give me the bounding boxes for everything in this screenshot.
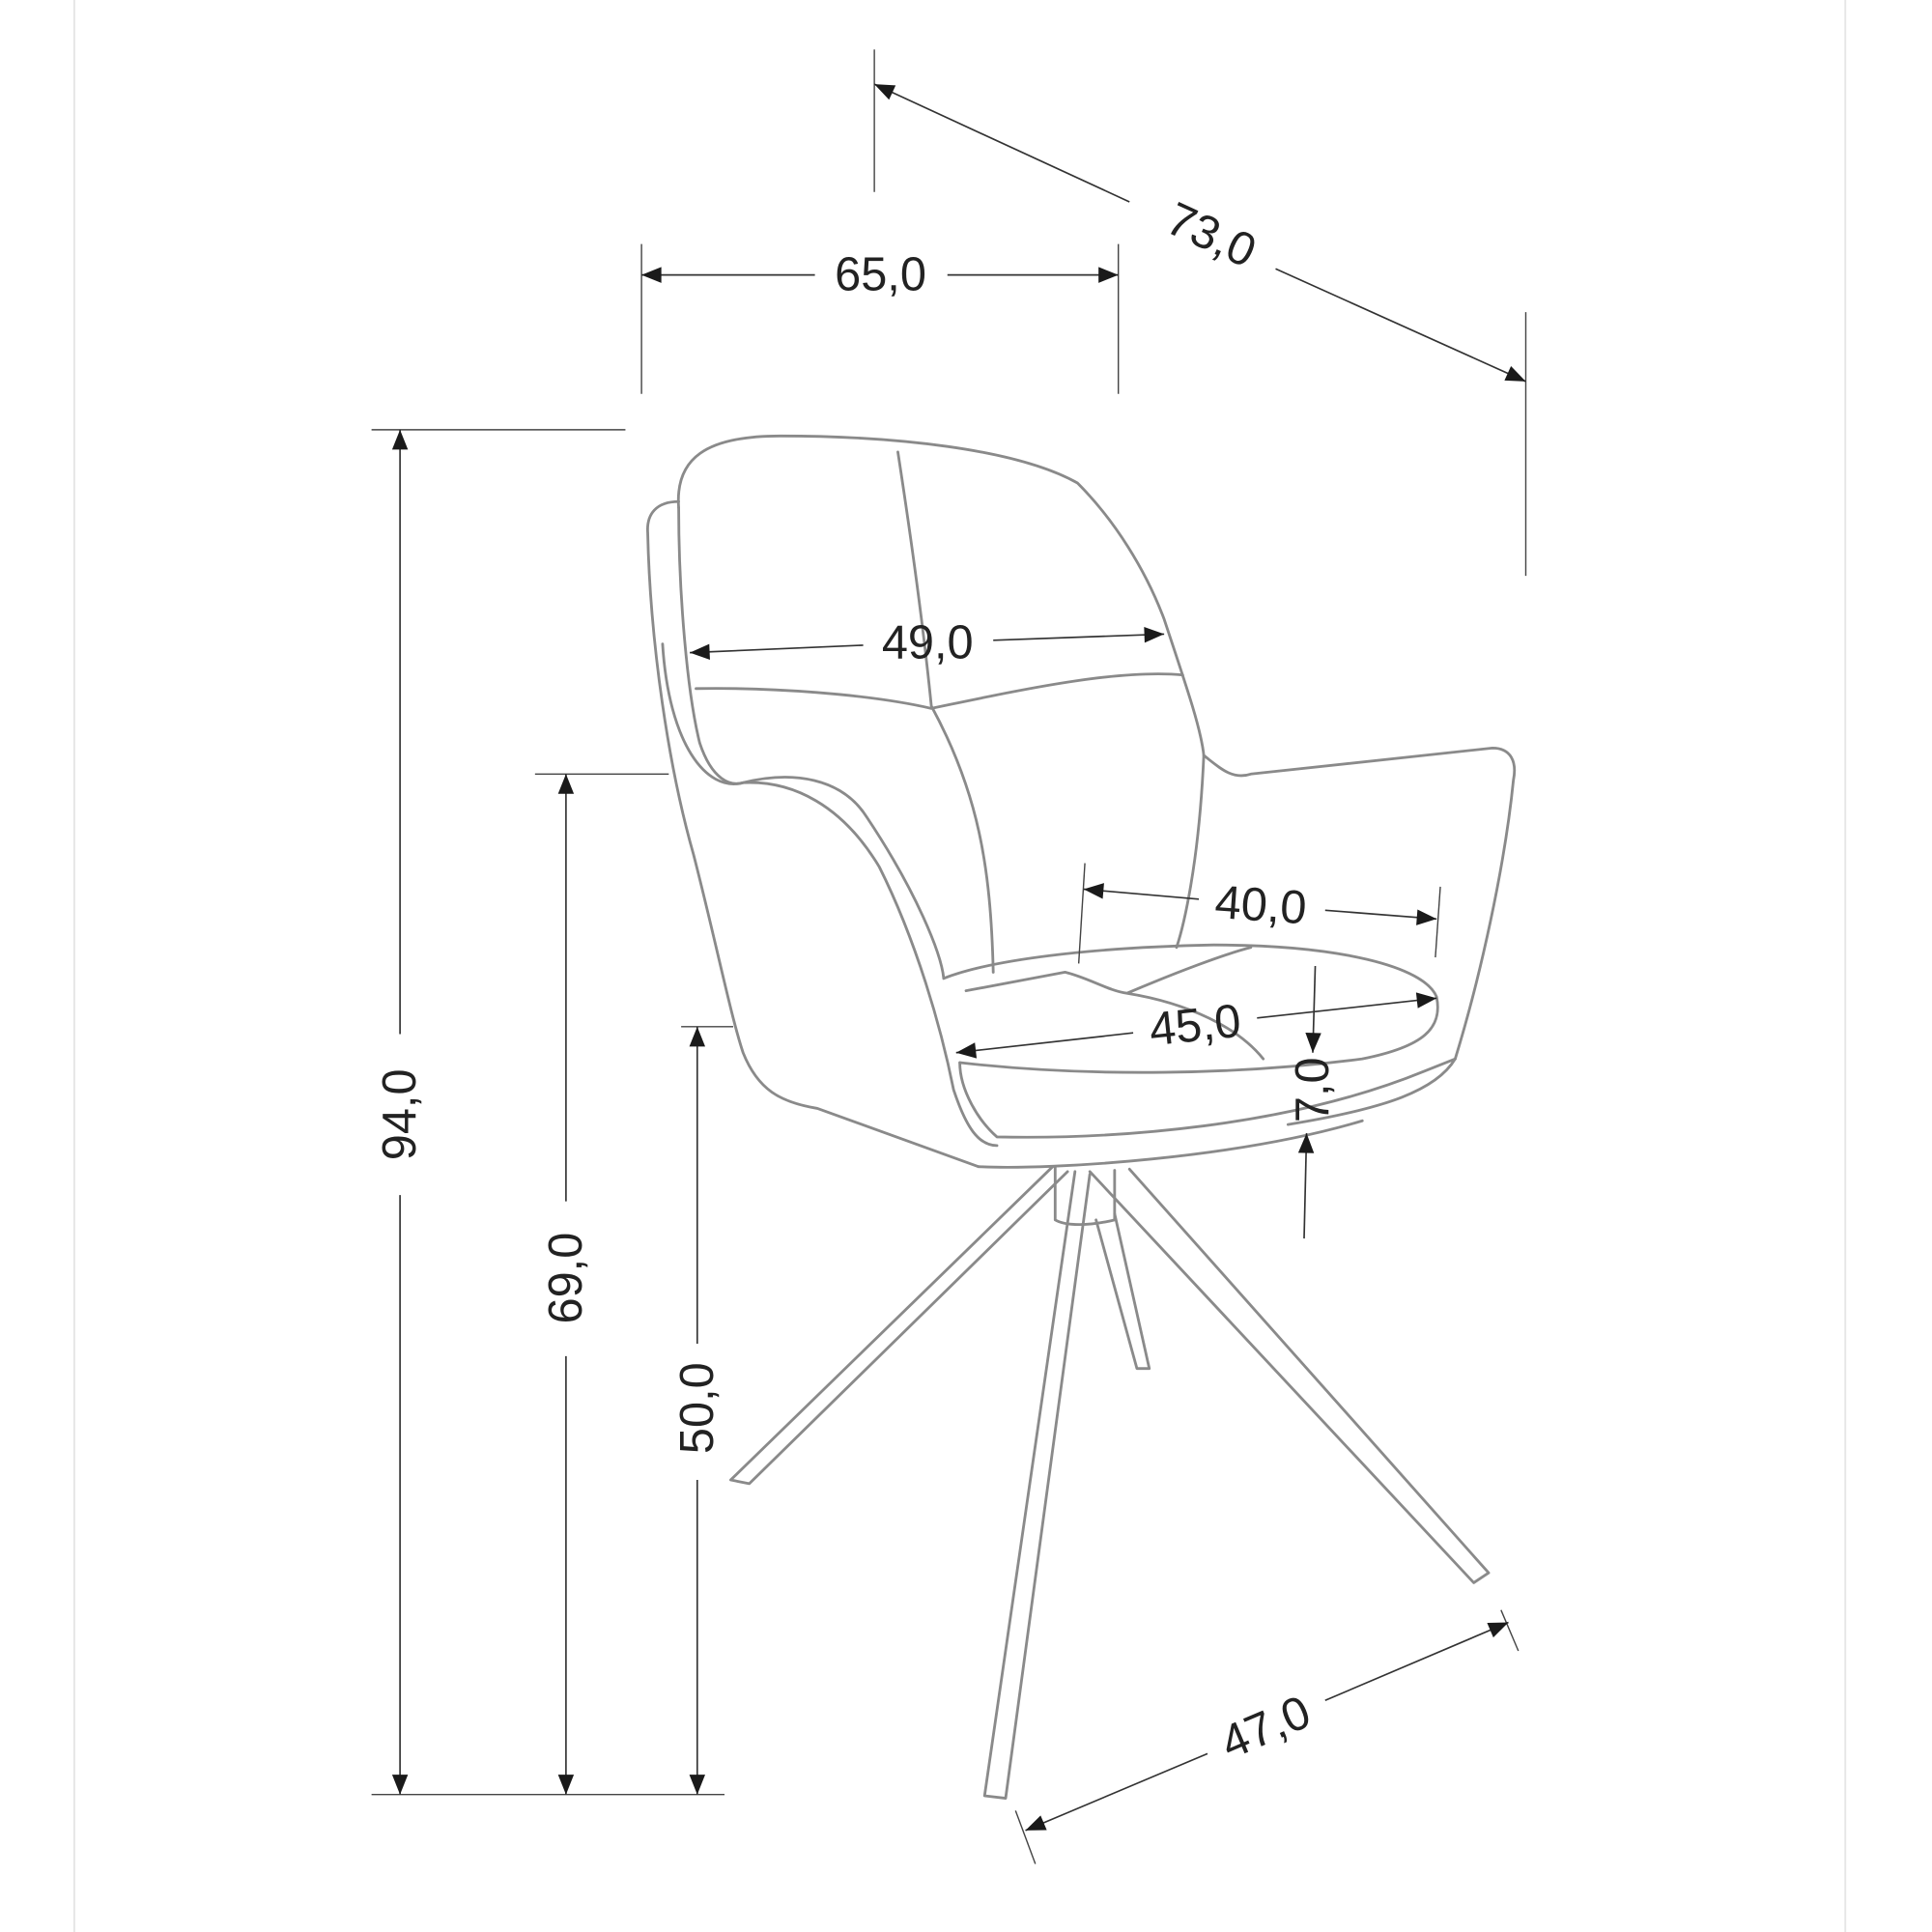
dim-seat-depth: 45,0 bbox=[955, 992, 1437, 1059]
armrest-left-inner bbox=[661, 642, 999, 1148]
backrest bbox=[676, 434, 1206, 950]
dim-seat-width: 40,0 bbox=[1077, 863, 1441, 964]
dim-seat-height: 50,0 bbox=[671, 1026, 733, 1795]
seat-front bbox=[958, 1057, 1457, 1139]
backrest-width-label: 49,0 bbox=[882, 616, 974, 668]
seat-width-label: 40,0 bbox=[1213, 876, 1308, 934]
swivel-post bbox=[1053, 1165, 1117, 1226]
dim-seat-thickness: 7,0 bbox=[1287, 965, 1339, 1239]
seat-thickness-label: 7,0 bbox=[1287, 1057, 1339, 1122]
leg-back bbox=[1094, 1212, 1151, 1371]
chair-outline bbox=[646, 434, 1517, 1800]
seat-depth-label: 45,0 bbox=[1147, 995, 1243, 1057]
seat-seams bbox=[964, 946, 1265, 1061]
armrest-left-outer bbox=[646, 499, 980, 1169]
armrest-height-label: 69,0 bbox=[540, 1233, 592, 1324]
backrest-left-side bbox=[677, 506, 946, 980]
total-height-label: 94,0 bbox=[374, 1068, 426, 1160]
leg-front-center bbox=[982, 1170, 1092, 1800]
depth-label: 73,0 bbox=[1159, 192, 1264, 277]
leg-front-left bbox=[729, 1165, 1069, 1486]
dim-depth: 73,0 bbox=[873, 49, 1527, 577]
dim-width: 65,0 bbox=[640, 243, 1120, 394]
dim-armrest-height: 69,0 bbox=[534, 773, 669, 1795]
seat-height-label: 50,0 bbox=[671, 1362, 724, 1454]
seat-top bbox=[942, 943, 1439, 1074]
seat-bottom bbox=[977, 1119, 1364, 1169]
back-seam-horizontal bbox=[695, 672, 1184, 710]
back-seam-vertical bbox=[896, 450, 995, 974]
leg-front-right bbox=[1088, 1167, 1491, 1584]
armrest-right bbox=[1202, 746, 1517, 1126]
width-label: 65,0 bbox=[835, 249, 926, 301]
dim-backrest-width: 49,0 bbox=[690, 616, 1165, 668]
dim-total-height: 94,0 bbox=[371, 429, 725, 1796]
base-width-label: 47,0 bbox=[1213, 1686, 1318, 1770]
dim-base-width: 47,0 bbox=[1014, 1609, 1520, 1864]
